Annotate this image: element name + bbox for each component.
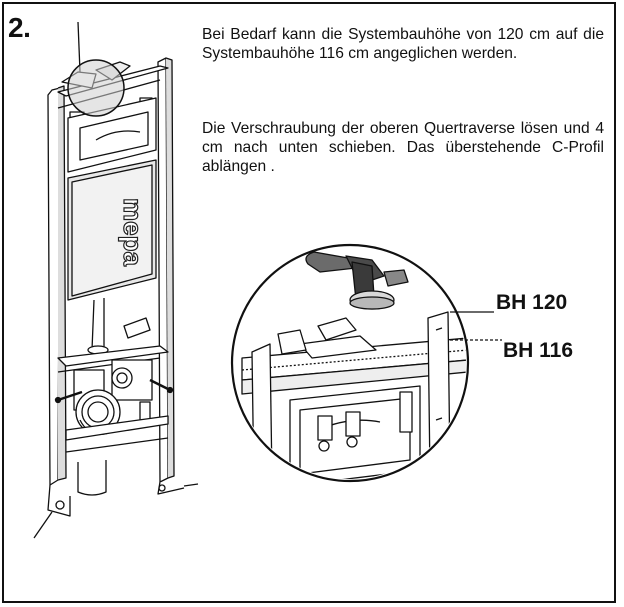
instruction-paragraph-2: Die Verschraubung der oberen Quertra­ver… bbox=[202, 120, 604, 175]
step-number: 2. bbox=[8, 12, 31, 43]
panel-brand-logo: mepa bbox=[118, 198, 148, 266]
instruction-paragraph-1: Bei Bedarf kann die Systembauhöhe von 12… bbox=[202, 26, 604, 62]
magnifier-highlight bbox=[67, 59, 125, 117]
label-bh-120: BH 120 bbox=[496, 291, 568, 314]
foot-leader-left bbox=[33, 511, 53, 539]
detail-circle bbox=[230, 243, 502, 483]
label-bh-116: BH 116 bbox=[503, 339, 574, 362]
instruction-frame bbox=[2, 2, 616, 603]
foot-leader-right bbox=[183, 483, 199, 487]
wc-installation-frame bbox=[33, 57, 199, 539]
angle-grinder-icon bbox=[305, 251, 409, 310]
callout-leader-top bbox=[77, 21, 81, 73]
